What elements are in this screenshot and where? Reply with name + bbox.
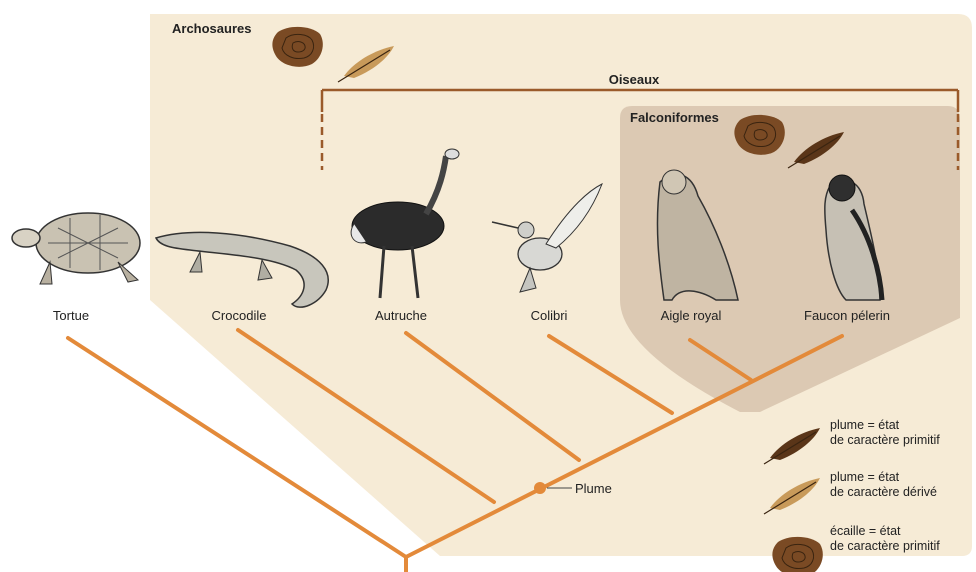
falconiformes-label: Falconiformes <box>630 110 719 125</box>
plume-node-label: Plume <box>575 481 612 496</box>
legend-line: plume = état <box>830 418 940 433</box>
plume-node-marker <box>534 482 546 494</box>
taxon-label-aigle-royal: Aigle royal <box>661 308 722 323</box>
scale-icon <box>772 537 822 572</box>
legend-line: de caractère primitif <box>830 433 940 448</box>
legend-line: de caractère primitif <box>830 539 940 554</box>
taxon-label-faucon-pelerin: Faucon pélerin <box>804 308 890 323</box>
legend-primitive-feather: plume = état de caractère primitif <box>830 418 940 448</box>
legend-line: plume = état <box>830 470 937 485</box>
taxon-label-crocodile: Crocodile <box>212 308 267 323</box>
legend-scale: écaille = état de caractère primitif <box>830 524 940 554</box>
legend-line: de caractère dérivé <box>830 485 937 500</box>
taxon-label-colibri: Colibri <box>531 308 568 323</box>
oiseaux-label: Oiseaux <box>609 72 660 87</box>
legend-derived-feather: plume = état de caractère dérivé <box>830 470 937 500</box>
taxon-label-tortue: Tortue <box>53 308 89 323</box>
taxon-label-autruche: Autruche <box>375 308 427 323</box>
archosaures-label: Archosaures <box>172 21 251 36</box>
tortoise-illustration <box>12 213 140 284</box>
legend-line: écaille = état <box>830 524 940 539</box>
